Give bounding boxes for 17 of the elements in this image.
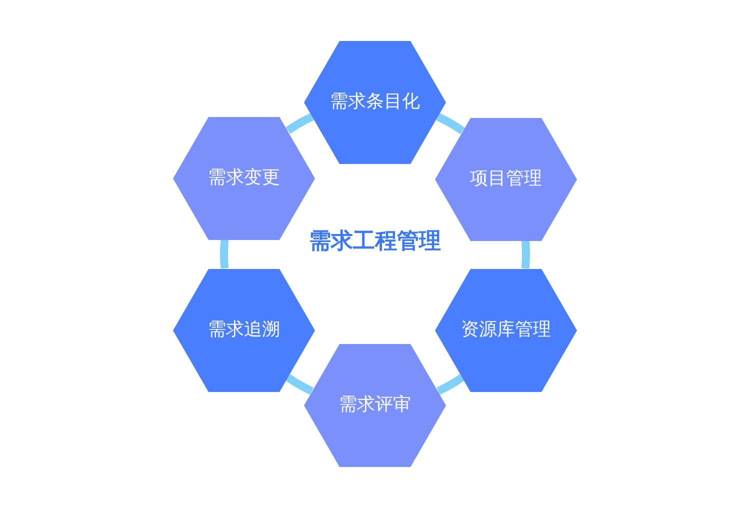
node-label: 需求变更	[208, 167, 280, 189]
ring-arc-connector	[286, 113, 314, 134]
node-label: 项目管理	[470, 168, 542, 190]
ring-arc-connector	[521, 240, 530, 269]
node-label: 资源库管理	[461, 319, 551, 341]
ring-arc-connector	[436, 113, 465, 134]
ring-arc-connector	[286, 374, 314, 395]
hexagon-node	[173, 268, 315, 392]
ring-arc-connector	[220, 239, 229, 269]
hexagon-node	[304, 40, 446, 164]
hexagon-node	[435, 268, 577, 392]
ring-arc-connector	[436, 374, 464, 395]
node-label: 需求条目化	[330, 91, 420, 113]
hexagon-node	[304, 344, 446, 466]
center-title: 需求工程管理	[309, 228, 441, 256]
node-label: 需求评审	[339, 394, 411, 416]
node-label: 需求追溯	[208, 319, 280, 341]
